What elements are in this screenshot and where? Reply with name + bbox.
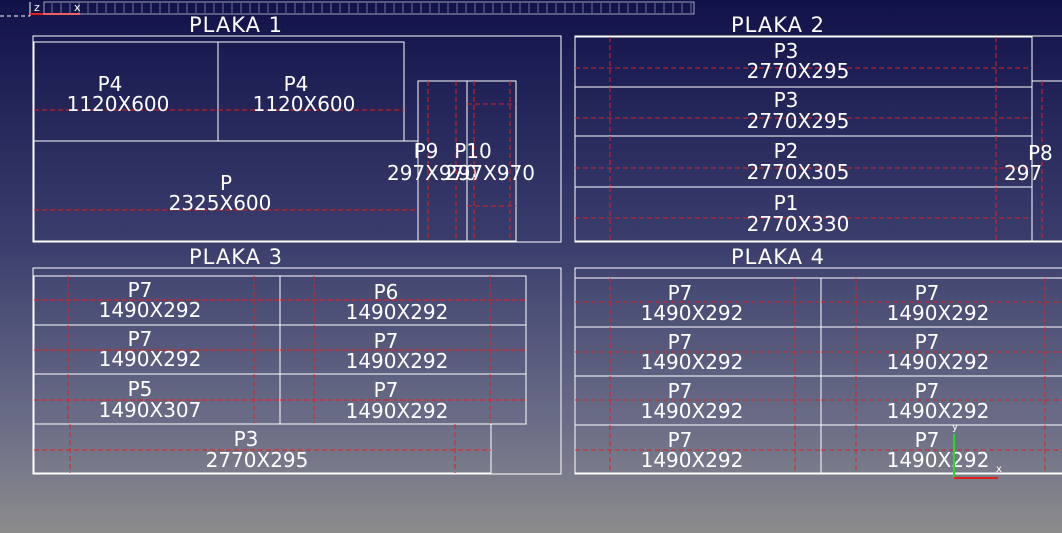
part-dims: 297X970: [445, 161, 535, 185]
part-name: P7: [668, 428, 693, 452]
part-name: P7: [128, 327, 153, 351]
part-dims: 1490X292: [346, 349, 449, 373]
part-p2[interactable]: P2 2770X305: [574, 135, 1033, 188]
part-dims: 297X970: [387, 161, 477, 185]
plate-plaka-2[interactable]: PLAKA 2 P3 2770X295 P3 2770X295 P2 2770X…: [574, 13, 1062, 243]
part-name: P6: [374, 280, 399, 304]
part-dims: 1490X292: [887, 350, 990, 374]
part-p8[interactable]: P8 297: [1004, 80, 1062, 242]
part-p1[interactable]: P1 2770X330: [574, 186, 1033, 242]
part-p[interactable]: P 2325X600: [33, 140, 419, 242]
part-p4[interactable]: P4 1120X600: [33, 41, 219, 142]
part-dims: 1120X600: [253, 92, 356, 116]
part-p7[interactable]: P7 1490X292: [574, 375, 822, 426]
part-dims: 1490X292: [641, 301, 744, 325]
part-name: P7: [668, 281, 693, 305]
part-p4[interactable]: P4 1120X600: [217, 41, 405, 142]
part-dims: 2325X600: [169, 191, 272, 215]
part-name: P4: [284, 72, 309, 96]
part-p7[interactable]: P7 1490X292: [820, 424, 1062, 474]
svg-text:x: x: [996, 464, 1002, 475]
svg-text:y: y: [952, 422, 958, 433]
part-dims: 1490X292: [346, 300, 449, 324]
part-name: P5: [128, 377, 153, 401]
part-name: P3: [234, 427, 259, 451]
part-name: P3: [774, 88, 799, 112]
part-dims: 1490X292: [641, 350, 744, 374]
part-p7[interactable]: P7 1490X292: [279, 324, 527, 375]
part-name: P2: [774, 139, 799, 163]
part-dims: 1120X600: [67, 92, 170, 116]
part-p7[interactable]: P7 1490X292: [820, 375, 1062, 426]
plate-title: PLAKA 3: [189, 245, 283, 269]
plate-title: PLAKA 4: [731, 245, 825, 269]
part-dims: 1490X292: [641, 448, 744, 472]
part-name: P8: [1028, 141, 1053, 165]
part-name: P1: [774, 191, 799, 215]
top-ruler: [0, 1, 695, 17]
part-name: P: [220, 171, 232, 195]
x-axis-label: x: [74, 1, 81, 14]
plate-plaka-4[interactable]: PLAKA 4 P7 1490X292 P7 1490X292 P7 1490X…: [574, 245, 1062, 475]
part-name: P9: [414, 139, 439, 163]
part-name: P3: [774, 39, 799, 63]
part-dims: 1490X292: [99, 298, 202, 322]
part-p7[interactable]: P7 1490X292: [574, 424, 822, 474]
part-name: P7: [374, 378, 399, 402]
part-p7[interactable]: P7 1490X292: [820, 326, 1062, 377]
plate-plaka-1[interactable]: PLAKA 1 P4 1120X600 P4 1120X600 P 2325X6…: [32, 13, 562, 243]
part-dims: 2770X295: [206, 448, 309, 472]
part-p7[interactable]: P7 1490X292: [33, 275, 281, 326]
z-axis-label: z: [34, 1, 40, 14]
part-name: P7: [915, 330, 940, 354]
part-dims: 2770X330: [747, 212, 850, 236]
part-name: P4: [98, 72, 123, 96]
part-dims: 2770X295: [747, 109, 850, 133]
part-p7[interactable]: P7 1490X292: [33, 324, 281, 375]
part-p7[interactable]: P7 1490X292: [820, 277, 1062, 328]
part-name: P10: [454, 139, 492, 163]
part-p6[interactable]: P6 1490X292: [279, 275, 527, 326]
part-name: P7: [915, 281, 940, 305]
part-dims: 1490X292: [641, 399, 744, 423]
plate-title: PLAKA 1: [189, 13, 283, 37]
part-name: P7: [668, 379, 693, 403]
part-p3[interactable]: P3 2770X295: [574, 86, 1033, 137]
plate-title: PLAKA 2: [731, 13, 825, 37]
part-p3[interactable]: P3 2770X295: [574, 36, 1033, 88]
part-p5[interactable]: P5 1490X307: [33, 373, 281, 425]
part-dims: 1490X292: [346, 399, 449, 423]
part-dims: 1490X292: [887, 448, 990, 472]
part-p10[interactable]: P10 297X970: [445, 80, 535, 242]
plate-plaka-3[interactable]: PLAKA 3 P7 1490X292 P6 1490X292 P7 1490X…: [32, 245, 562, 475]
part-dims: 297: [1004, 161, 1042, 185]
part-name: P7: [374, 329, 399, 353]
part-name: P7: [668, 330, 693, 354]
ucs-axis-icon: y x: [952, 422, 1002, 479]
part-p7[interactable]: P7 1490X292: [574, 277, 822, 328]
part-dims: 1490X307: [99, 398, 202, 422]
part-p3[interactable]: P3 2770X295: [33, 423, 492, 474]
part-name: P7: [915, 428, 940, 452]
part-dims: 1490X292: [887, 301, 990, 325]
part-dims: 2770X305: [747, 160, 850, 184]
part-name: P7: [128, 278, 153, 302]
part-dims: 2770X295: [747, 59, 850, 83]
part-p7[interactable]: P7 1490X292: [574, 326, 822, 377]
part-p9[interactable]: P9 297X970: [387, 80, 477, 242]
part-name: P7: [915, 379, 940, 403]
part-dims: 1490X292: [99, 347, 202, 371]
part-dims: 1490X292: [887, 399, 990, 423]
part-p7[interactable]: P7 1490X292: [279, 373, 527, 425]
